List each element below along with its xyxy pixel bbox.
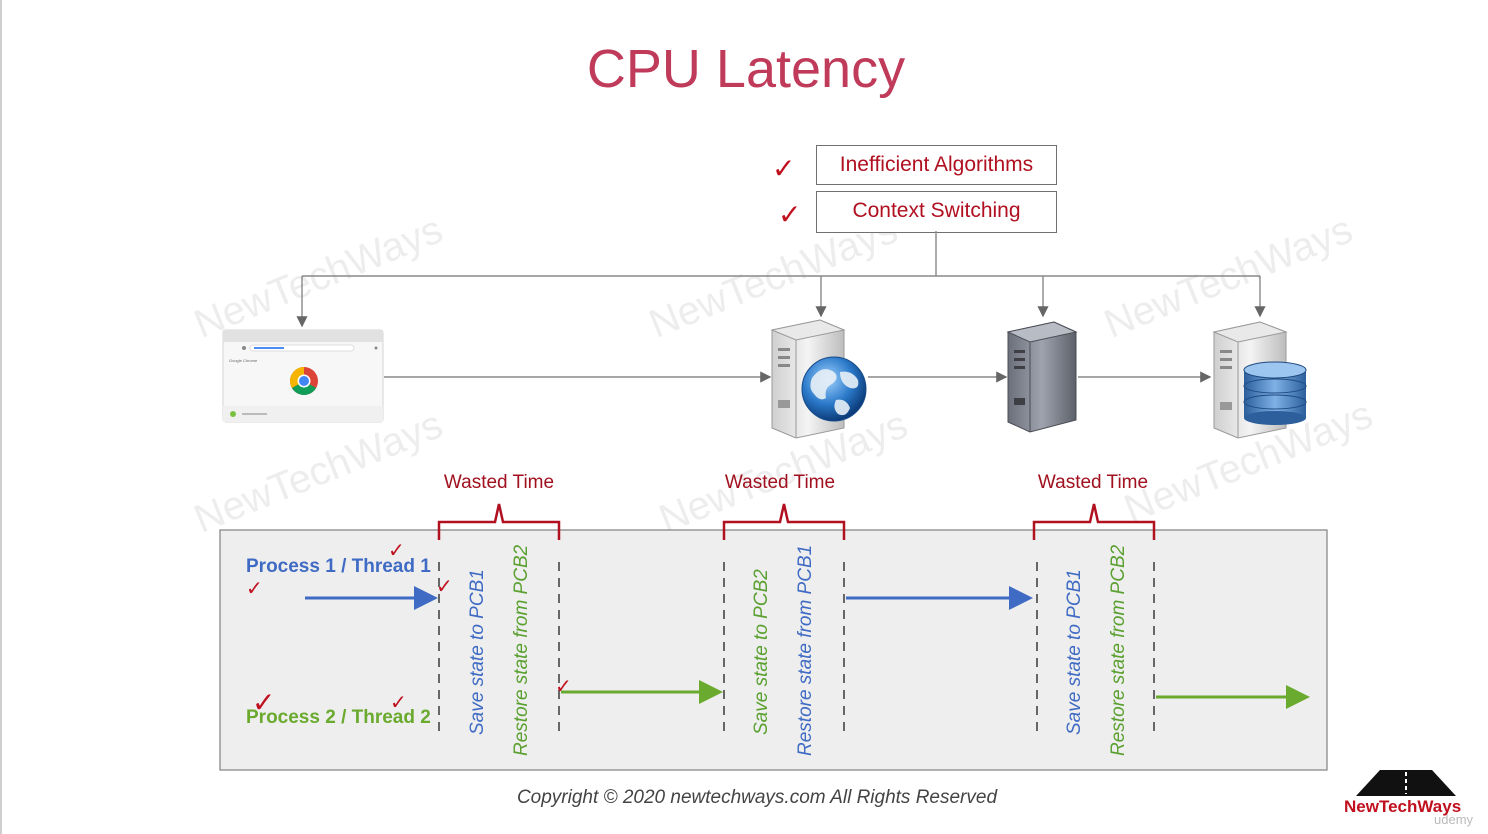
annotation-checkmark-icon: ✓ bbox=[246, 576, 263, 600]
checkmark-icon: ✓ bbox=[778, 198, 802, 231]
logo-text: NewTechWays bbox=[1344, 797, 1462, 816]
annotation-checkmark-icon: ✓ bbox=[555, 674, 572, 698]
checkmark-icon: ✓ bbox=[772, 152, 796, 185]
save-state-label: Save state to PCB2 bbox=[751, 569, 772, 735]
wasted-time-brackets bbox=[437, 503, 1156, 540]
save-state-label: Save state to PCB1 bbox=[1064, 569, 1085, 735]
annotation-checkmark-icon: ✓ bbox=[390, 690, 407, 714]
platform-watermark: udemy bbox=[1434, 812, 1474, 827]
process2-execution-arrows bbox=[561, 680, 1310, 709]
cause-box-context-switching: Context Switching bbox=[816, 191, 1057, 233]
restore-state-label: Restore state from PCB2 bbox=[1108, 544, 1129, 756]
wasted-time-label: Wasted Time bbox=[1037, 472, 1149, 493]
database-server-icon bbox=[1212, 321, 1307, 439]
page-title: CPU Latency bbox=[586, 39, 906, 99]
cause-box-inefficient-algorithms: Inefficient Algorithms bbox=[816, 145, 1057, 185]
chrome-browser-icon: Google Chrome bbox=[222, 329, 384, 423]
copyright-footer: Copyright © 2020 newtechways.com All Rig… bbox=[516, 787, 998, 808]
connector-tree bbox=[296, 231, 1266, 328]
browser-tab-title: Google Chrome bbox=[229, 358, 258, 363]
timeline-panel bbox=[219, 529, 1328, 771]
restore-state-label: Restore state from PCB1 bbox=[795, 544, 816, 756]
newtechways-logo-icon bbox=[1356, 770, 1456, 796]
context-switch-boundaries bbox=[438, 562, 1155, 735]
app-server-icon bbox=[1006, 321, 1078, 433]
process2-label: Process 2 / Thread 2 bbox=[246, 707, 431, 728]
wasted-time-label: Wasted Time bbox=[443, 472, 555, 493]
annotation-checkmark-icon: ✓ bbox=[436, 574, 453, 598]
wasted-time-label: Wasted Time bbox=[724, 472, 836, 493]
annotation-checkmark-icon: ✓ bbox=[252, 686, 276, 719]
restore-state-label: Restore state from PCB2 bbox=[511, 544, 532, 756]
process1-label: Process 1 / Thread 1 bbox=[246, 556, 431, 577]
web-server-icon bbox=[770, 319, 867, 439]
save-state-label: Save state to PCB1 bbox=[467, 569, 488, 735]
annotation-checkmark-icon: ✓ bbox=[388, 538, 405, 562]
